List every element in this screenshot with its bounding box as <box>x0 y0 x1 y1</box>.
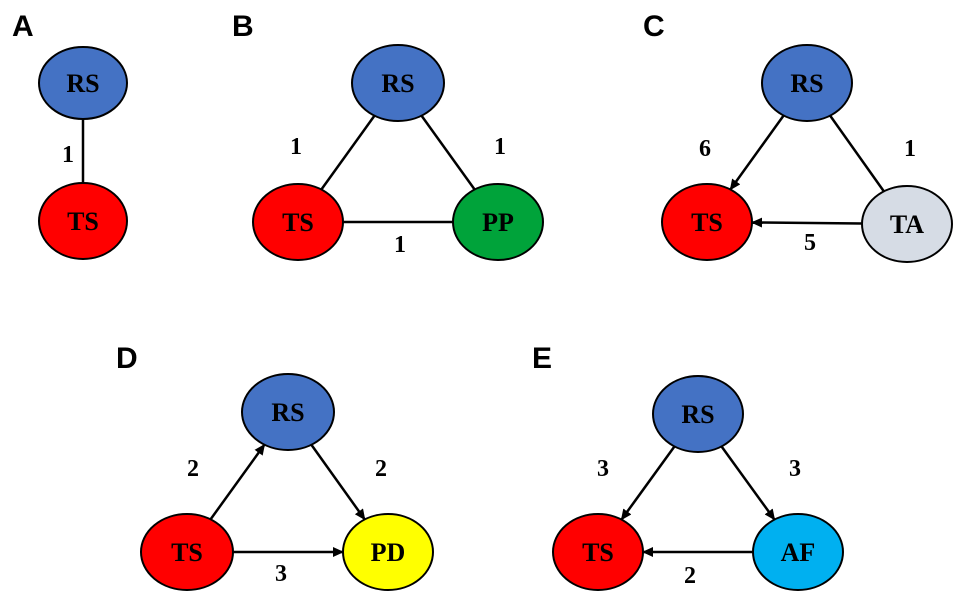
edge-weight-label: 1 <box>394 232 406 258</box>
node-ts: TS <box>661 183 753 261</box>
node-label: TS <box>171 538 203 567</box>
edge-rs-ts <box>729 114 785 191</box>
node-ellipse <box>861 185 953 263</box>
edge-rs-pp <box>420 114 476 191</box>
node-rs: RS <box>652 375 744 453</box>
node-ellipse <box>752 513 844 591</box>
node-label: TS <box>691 208 723 237</box>
node-ta: TA <box>861 185 953 263</box>
edge-ts-rs <box>209 443 266 521</box>
edge-weight-label: 5 <box>804 230 816 256</box>
node-pd: PD <box>342 513 434 591</box>
edge-rs-af <box>720 445 776 521</box>
edge-weight-label: 1 <box>494 134 506 160</box>
node-label: TS <box>282 208 314 237</box>
edge-weight-label: 1 <box>904 136 916 162</box>
node-label: RS <box>790 69 823 98</box>
edge-weight-label: 2 <box>187 456 199 482</box>
node-ellipse <box>252 183 344 261</box>
node-label: PP <box>482 208 514 237</box>
edge-weight-label: 1 <box>62 142 74 168</box>
node-af: AF <box>752 513 844 591</box>
node-label: TA <box>890 210 924 239</box>
node-label: PD <box>371 538 406 567</box>
edge-weight-label: 3 <box>789 456 801 482</box>
panel-label: B <box>232 10 254 43</box>
panel-e: E 3 3 2 RS TS AF <box>532 342 844 591</box>
panel-label: A <box>12 10 34 43</box>
node-ellipse <box>661 183 753 261</box>
node-ellipse <box>342 513 434 591</box>
node-ellipse <box>552 513 644 591</box>
panel-c: C 6 1 5 RS TS TA <box>643 10 953 263</box>
node-rs: RS <box>38 46 128 120</box>
node-label: TS <box>582 538 614 567</box>
edge-weight-label: 3 <box>275 561 287 587</box>
panel-d: D 2 2 3 RS TS PD <box>116 342 434 591</box>
panel-label: C <box>643 10 665 43</box>
node-label: RS <box>271 398 304 427</box>
node-ts: TS <box>552 513 644 591</box>
panel-a: A 1 RS TS <box>12 10 128 260</box>
edge-weight-label: 6 <box>699 136 711 162</box>
node-ellipse <box>38 46 128 120</box>
edge-rs-ts <box>320 114 376 191</box>
node-ellipse <box>241 373 335 451</box>
edge-rs-pd <box>310 444 366 521</box>
node-ellipse <box>652 375 744 453</box>
node-label: RS <box>66 69 99 98</box>
edge-weight-label: 2 <box>375 456 387 482</box>
edge-weight-label: 2 <box>684 563 696 589</box>
node-rs: RS <box>351 44 445 122</box>
node-label: TS <box>67 207 99 236</box>
node-ts: TS <box>252 183 344 261</box>
panel-b: B 1 1 1 RS TS PP <box>232 10 544 261</box>
edge-weight-label: 1 <box>290 134 302 160</box>
node-label: RS <box>681 400 714 429</box>
node-rs: RS <box>241 373 335 451</box>
edge-rs-ta <box>829 114 885 193</box>
node-label: RS <box>381 69 414 98</box>
node-ellipse <box>452 183 544 261</box>
node-ellipse <box>140 513 234 591</box>
node-ellipse <box>351 44 445 122</box>
edge-rs-ts <box>620 445 676 521</box>
panel-label: D <box>116 342 138 375</box>
panel-label: E <box>532 342 552 375</box>
node-ts: TS <box>140 513 234 591</box>
node-label: AF <box>781 538 816 567</box>
node-ts: TS <box>38 182 128 260</box>
node-pp: PP <box>452 183 544 261</box>
node-ellipse <box>38 182 128 260</box>
edge-weight-label: 3 <box>597 456 609 482</box>
node-ellipse <box>761 44 853 122</box>
edge-ta-ts <box>750 217 863 228</box>
node-rs: RS <box>761 44 853 122</box>
